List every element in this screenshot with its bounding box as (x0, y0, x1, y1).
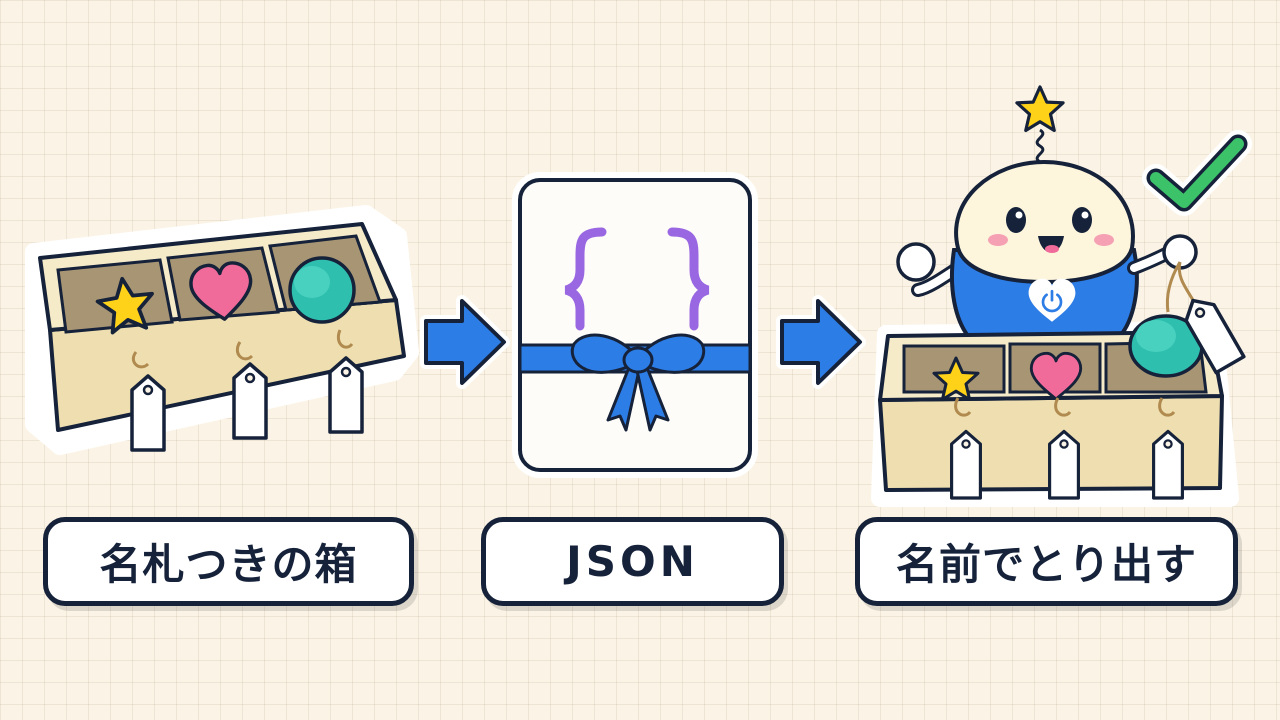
name-tag (232, 362, 268, 440)
name-tag (130, 374, 166, 452)
tagged-box-illustration (25, 205, 419, 455)
step-label-json: JSON (481, 517, 784, 606)
ribbon-bow (570, 333, 706, 432)
circle-icon (288, 256, 356, 324)
star-icon (1015, 85, 1065, 133)
name-tag (328, 356, 364, 434)
circle-icon (1128, 261, 1246, 378)
curly-braces-icon (564, 227, 710, 331)
arrow-right-icon (776, 295, 866, 389)
arrow-right-icon (420, 295, 510, 389)
robot-retrieval-illustration (871, 85, 1246, 507)
step-label-retrieve-by-name: 名前でとり出す (855, 517, 1238, 606)
power-icon (1028, 278, 1076, 322)
name-tag (1048, 429, 1080, 500)
json-card (512, 172, 758, 478)
name-tag (1152, 429, 1184, 500)
check-icon (1142, 130, 1252, 216)
robot-mascot (896, 85, 1198, 338)
name-tag (950, 429, 982, 500)
step-label-tagged-box: 名札つきの箱 (43, 517, 414, 606)
